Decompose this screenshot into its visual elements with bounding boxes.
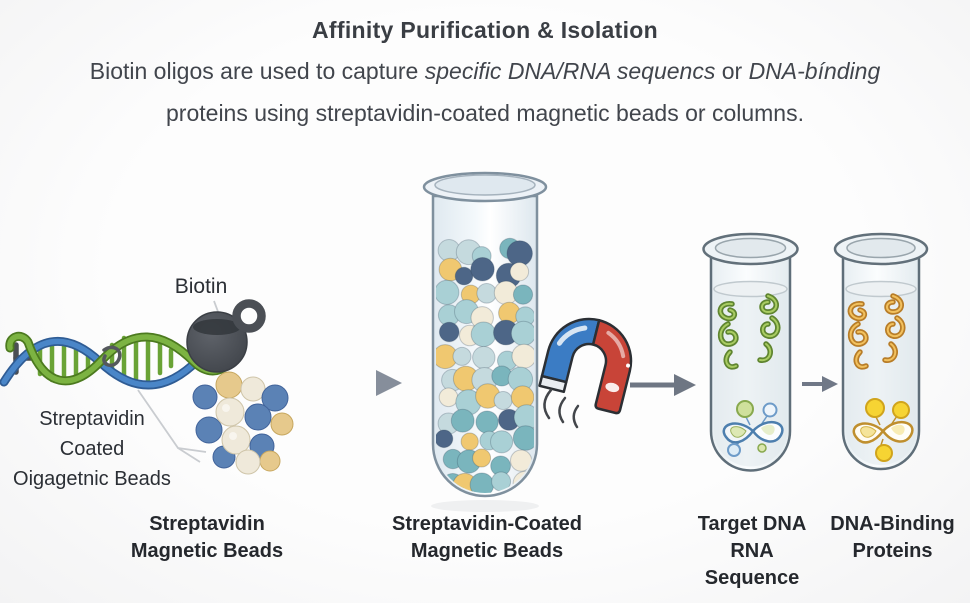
test-tube-target-icon — [702, 232, 799, 472]
callout-line-2: Coated — [59, 438, 125, 460]
right-arrow-icon-1 — [298, 370, 402, 396]
dna-curl-mark — [102, 345, 122, 368]
callout-line-3: Oigagetnic Beads — [13, 468, 171, 490]
test-tube-proteins-icon — [833, 232, 929, 471]
subtitle-seg-4: DNA-bínding — [748, 58, 881, 84]
streptavidin-callout-label: Streptavidin Coated Oigagetnic Beads — [0, 404, 184, 494]
caption-line: Streptavidin — [149, 513, 265, 535]
biotin-molecule-icon — [186, 299, 266, 373]
caption-streptavidin-coated-beads: Streptavidin-Coated Magnetic Beads — [372, 511, 602, 565]
caption-line: Streptavidin-Coated — [391, 513, 583, 535]
subtitle-line-1: Biotin oligos are used to capture specif… — [0, 58, 970, 85]
subtitle-seg-3: or — [715, 58, 749, 84]
subtitle-seg-1: Biotin oligos are used to capture — [89, 58, 425, 84]
page-title: Affinity Purification & Isolation — [312, 17, 658, 43]
caption-dna-binding-proteins: DNA-Binding Proteins — [805, 511, 970, 565]
large-test-tube-icon — [422, 171, 548, 512]
biotin-callout-label: Biotin — [174, 275, 228, 298]
bead-cluster-icon — [192, 371, 294, 475]
dna-complex-icon-yellow — [852, 398, 914, 462]
motion-lines — [543, 388, 580, 429]
magnetic-beads-fill — [436, 237, 534, 493]
subtitle-seg-2: specific DNA/RNA sequencs — [424, 58, 716, 84]
subtitle-line-2: proteins using streptavidin-coated magne… — [166, 100, 804, 126]
caption-target-dna-rna: Target DNA RNA Sequence — [667, 511, 837, 592]
caption-line: Magnetic Beads — [410, 540, 564, 562]
dna-complex-icon-blue — [722, 400, 784, 457]
caption-line: Magnetic Beads — [130, 540, 284, 562]
horseshoe-magnet-icon — [538, 317, 633, 429]
caption-line: DNA-Binding — [830, 513, 955, 535]
callout-line-1: Streptavidin — [39, 408, 145, 430]
right-arrow-icon-2 — [630, 374, 696, 396]
caption-line: Proteins — [852, 540, 933, 562]
caption-streptavidin-beads: Streptavidin Magnetic Beads — [112, 511, 302, 565]
caption-line: Sequence — [704, 567, 800, 589]
caption-line: Target DNA — [697, 513, 807, 535]
right-arrow-icon-3 — [802, 376, 838, 392]
caption-line: RNA — [730, 540, 774, 562]
